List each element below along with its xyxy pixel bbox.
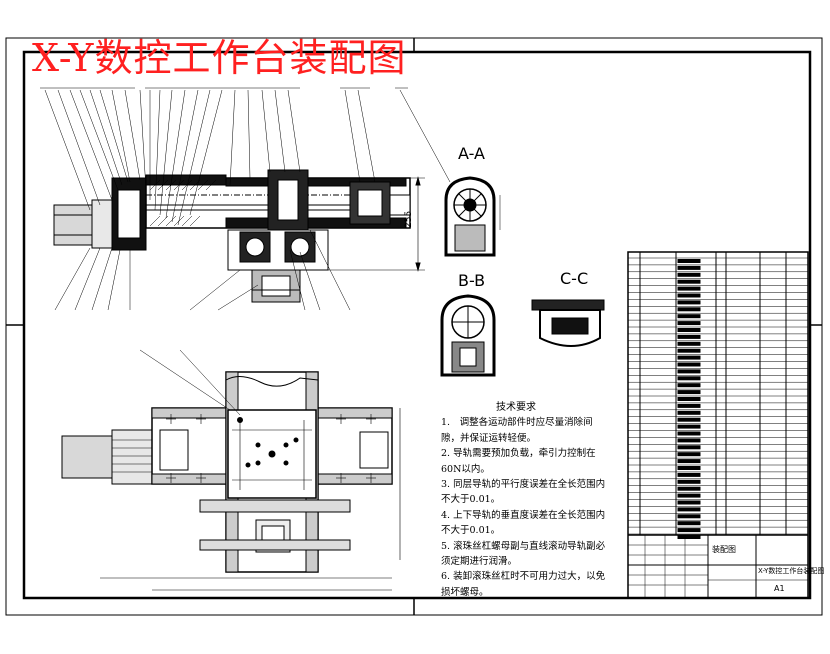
parts-list-entry-mark (677, 259, 701, 263)
parts-list-entry-mark (677, 362, 701, 367)
parts-list-entry-mark (677, 265, 701, 270)
title-block-drawing-name: X-Y数控工作台装配图 (758, 567, 825, 575)
note-item: 4. 上下导轨的垂直度误差在全长范围内不大于0.01。 (441, 509, 606, 537)
parts-list-entry-mark (677, 466, 701, 470)
parts-list-entry-mark (677, 535, 701, 539)
section-label-b-b: B-B (458, 271, 486, 290)
note-item: 5. 滚珠丝杠螺母副与直线滚动导轨副必须定期进行润滑。 (441, 540, 606, 568)
parts-list-entry-mark (677, 521, 701, 526)
title-block-unit: 装配图 (712, 545, 736, 554)
parts-list-entry-mark (677, 431, 701, 436)
parts-list-entry-mark (677, 341, 701, 346)
note-item: 6. 装卸滚珠丝杠时不可用力过大，以免损坏螺母。 (441, 571, 606, 598)
parts-list-entry-mark (677, 328, 701, 332)
note-item: 3. 同层导轨的平行度误差在全长范围内不大于0.01。 (441, 479, 606, 506)
parts-list-entry-mark (677, 403, 701, 408)
parts-list-entry-mark (677, 486, 701, 491)
drawing-title: X-Y数控工作台装配图 (32, 36, 407, 80)
plan-view (61, 349, 401, 591)
parts-list-entry-mark (677, 397, 701, 401)
section-a-a (444, 176, 501, 257)
parts-list-entry-mark (677, 286, 701, 291)
main-section-view (40, 87, 451, 311)
parts-list-entry-mark (677, 272, 701, 277)
parts-list-entry-mark (677, 355, 701, 360)
parts-list-entry-mark (677, 417, 701, 422)
parts-list-entry-mark (677, 459, 701, 464)
technical-requirements: 技术要求 1. 调整各运动部件时应尽量消除间隙，并保证运转轻便。 2. 导轨需要… (441, 400, 611, 600)
section-label-c-c: C-C (560, 269, 589, 288)
parts-list-entry-mark (677, 321, 701, 326)
parts-list-entry-mark (677, 500, 701, 505)
section-c-c (531, 299, 605, 347)
dimension-height: 255 (404, 210, 414, 228)
parts-list-entry-mark (677, 314, 701, 319)
parts-list-entry-mark (677, 348, 701, 353)
parts-list-entry-mark (677, 293, 701, 298)
section-b-b (440, 294, 496, 377)
parts-list-entry-mark (677, 376, 701, 381)
parts-list-entry-mark (677, 369, 701, 374)
drawing-frame (5, 37, 823, 616)
notes-heading: 技术要求 (496, 402, 536, 413)
parts-list-entry-mark (677, 514, 701, 519)
parts-list-entry-mark (677, 279, 701, 284)
title-block-sheet: A1 (774, 584, 785, 593)
parts-list-entry-mark (677, 479, 701, 484)
parts-list (627, 251, 809, 599)
parts-list-entry-mark (677, 383, 701, 388)
section-label-a-a: A-A (458, 144, 485, 163)
parts-list-entry-mark (677, 438, 701, 443)
parts-list-entry-mark (677, 424, 701, 429)
parts-list-entry-mark (677, 410, 701, 415)
title-block (628, 534, 808, 598)
parts-list-entry-mark (677, 493, 701, 498)
note-item: 2. 导轨需要预加负载，牵引力控制在60N以内。 (441, 448, 596, 475)
note-item: 1. 调整各运动部件时应尽量消除间隙，并保证运转轻便。 (441, 417, 593, 444)
parts-list-entry-mark (677, 334, 701, 339)
parts-list-entry-mark (677, 507, 701, 512)
parts-list-entry-mark (677, 300, 701, 305)
parts-list-entry-mark (677, 472, 701, 477)
parts-list-entry-mark (677, 528, 701, 533)
parts-list-entry-mark (677, 445, 701, 450)
parts-list-entry-mark (677, 390, 701, 395)
parts-list-entry-mark (677, 307, 701, 312)
parts-list-entry-mark (677, 452, 701, 457)
